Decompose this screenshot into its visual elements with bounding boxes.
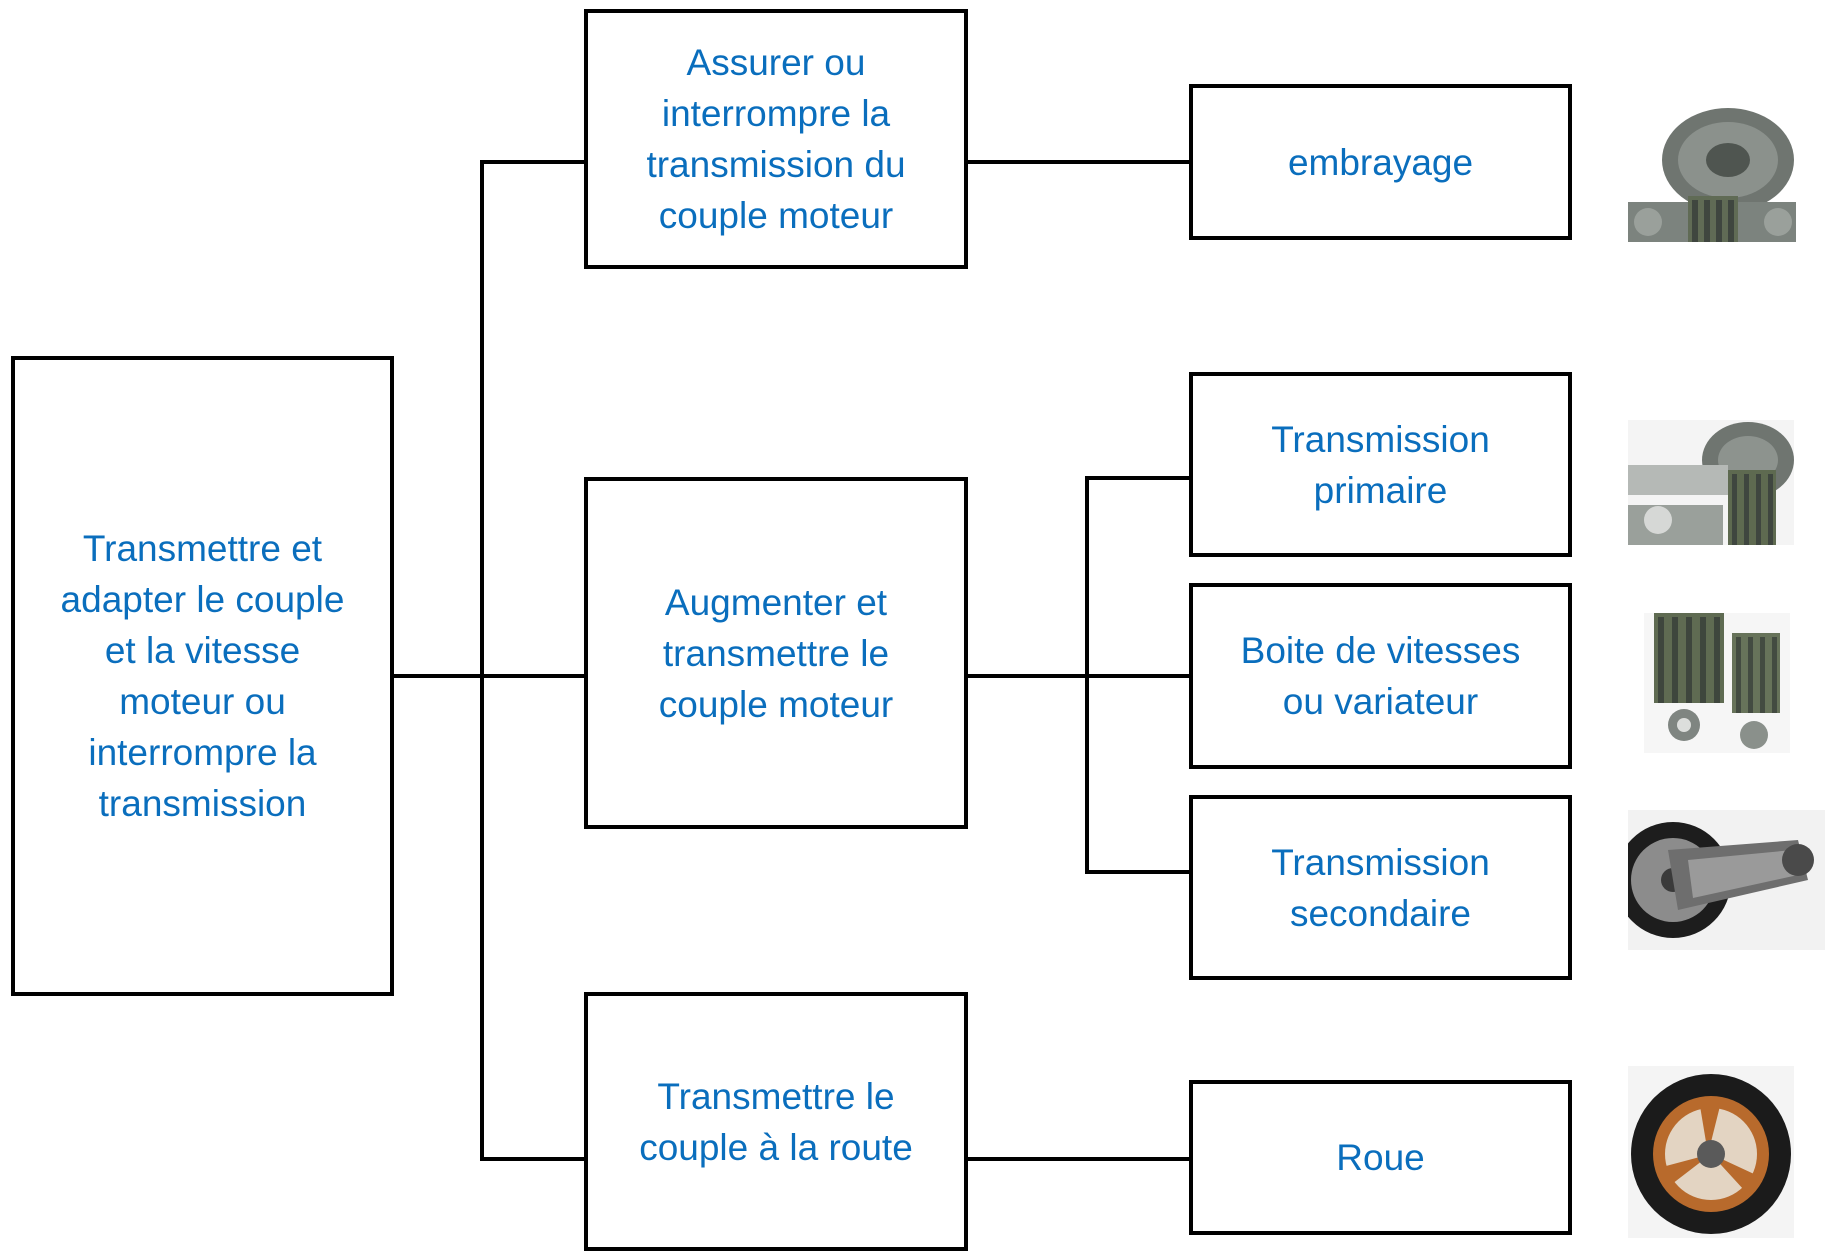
function-box-road: Transmettre le couple à la route [584, 992, 968, 1251]
wheel-image [1628, 1066, 1794, 1238]
connector-trunk-2 [1085, 476, 1089, 874]
solution-label: Boite de vitesses ou variateur [1240, 630, 1521, 722]
solution-label: Transmission secondaire [1271, 841, 1490, 934]
root-function-box: Transmettre et adapter le couple et la v… [11, 356, 394, 996]
solution-box-transmission-secondaire: Transmission secondaire [1189, 795, 1572, 980]
solution-box-boite-de-vitesses: Boite de vitesses ou variateur [1189, 583, 1572, 769]
clutch-image [1628, 100, 1796, 242]
connector-root [390, 674, 482, 678]
function-label: Assurer ou interrompre la transmission d… [646, 42, 906, 236]
function-box-gearing: Augmenter et transmettre le couple moteu… [584, 477, 968, 829]
connector-s2 [1085, 476, 1192, 480]
solution-box-roue: Roue [1189, 1080, 1572, 1235]
connector-f2-trunk [966, 674, 1192, 678]
connector-trunk-1 [480, 160, 484, 1161]
solution-box-transmission-primaire: Transmission primaire [1189, 372, 1572, 557]
solution-label: embrayage [1287, 141, 1474, 183]
connector-s4 [1085, 870, 1192, 874]
solution-label: Roue [1336, 1137, 1425, 1178]
root-function-label: Transmettre et adapter le couple et la v… [60, 528, 345, 824]
primary-gear-image [1628, 420, 1794, 545]
function-box-clutch: Assurer ou interrompre la transmission d… [584, 9, 968, 269]
solution-box-embrayage: embrayage [1189, 84, 1572, 240]
function-label: Augmenter et transmettre le couple moteu… [658, 581, 894, 725]
connector-f1-s1 [966, 160, 1192, 164]
belt-drive-image [1628, 810, 1825, 950]
gearbox-image [1644, 613, 1790, 753]
connector-f2 [480, 674, 588, 678]
connector-f1 [480, 160, 588, 164]
function-label: Transmettre le couple à la route [639, 1075, 913, 1168]
solution-label: Transmission primaire [1271, 418, 1490, 511]
connector-f3 [480, 1157, 588, 1161]
connector-f3-s5 [966, 1157, 1192, 1161]
